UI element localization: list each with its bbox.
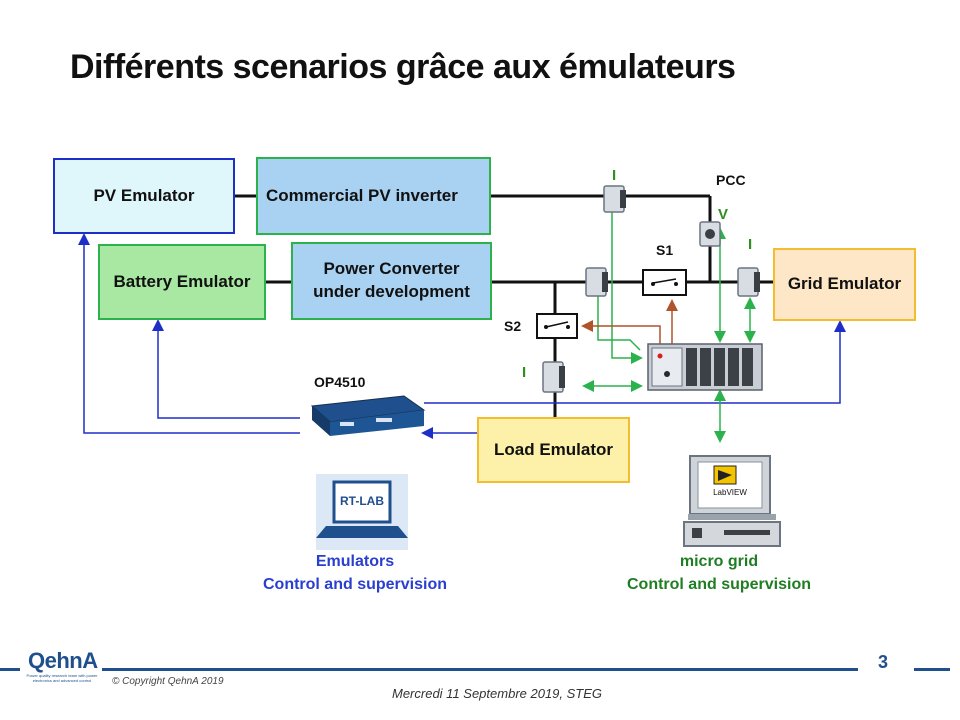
switch-s2 xyxy=(536,313,578,339)
blue-signal-lines xyxy=(78,233,846,439)
daq-chassis-icon xyxy=(647,343,763,391)
voltage-sensor xyxy=(699,221,721,247)
current-label-1: I xyxy=(612,167,617,184)
pcc-label: PCC xyxy=(716,172,746,188)
battery-emulator-box: Battery Emulator xyxy=(98,244,266,320)
rtlab-caption-line1: Emulators xyxy=(315,553,395,570)
footer-line-right xyxy=(914,668,950,671)
qehna-logo-subtitle: Power quality research team with power e… xyxy=(26,673,98,683)
slide-title: Différents scenarios grâce aux émulateur… xyxy=(70,48,736,86)
labview-computer-icon xyxy=(683,455,781,547)
footer-date: Mercredi 11 Septembre 2019, STEG xyxy=(392,686,603,701)
qehna-logo: QehnA xyxy=(28,648,98,673)
current-label-3: I xyxy=(522,364,527,381)
copyright-text: © Copyright QehnA 2019 xyxy=(112,676,224,687)
rtlab-caption: Emulators Control and supervision xyxy=(240,550,470,596)
rtlab-screen-text: RT-LAB xyxy=(340,494,384,508)
switch-s1 xyxy=(642,269,687,296)
load-emulator-box: Load Emulator xyxy=(477,417,630,483)
footer-line-main xyxy=(102,668,858,671)
grid-emulator-box: Grid Emulator xyxy=(773,248,916,321)
rtlab-caption-line2: Control and supervision xyxy=(262,576,447,593)
current-label-2: I xyxy=(748,236,753,253)
pv-inverter-box: Commercial PV inverter xyxy=(256,157,491,235)
labview-caption-line1: micro grid xyxy=(679,553,759,570)
s1-label: S1 xyxy=(656,242,674,258)
rtlab-laptop-icon xyxy=(316,474,408,550)
page-number: 3 xyxy=(878,652,889,672)
power-converter-box: Power Converter under development xyxy=(291,242,492,320)
current-sensor-4 xyxy=(542,361,565,393)
voltage-label: V xyxy=(718,206,729,223)
op4510-device-icon xyxy=(310,395,426,436)
current-sensor-3 xyxy=(737,267,760,297)
green-signal-lines xyxy=(582,212,756,443)
pv-inverter-label: Commercial PV inverter xyxy=(266,186,458,205)
s2-label: S2 xyxy=(504,318,522,334)
current-sensor-2 xyxy=(585,267,608,297)
op4510-label: OP4510 xyxy=(314,374,366,390)
pv-emulator-box: PV Emulator xyxy=(53,158,235,234)
brown-control-lines xyxy=(581,299,678,344)
labview-caption-line2: Control and supervision xyxy=(626,576,811,593)
labview-screen-text: LabVIEW xyxy=(713,488,747,497)
current-sensor-1 xyxy=(603,185,626,213)
footer-line-left xyxy=(0,668,20,671)
labview-caption: micro grid Control and supervision xyxy=(604,550,834,596)
